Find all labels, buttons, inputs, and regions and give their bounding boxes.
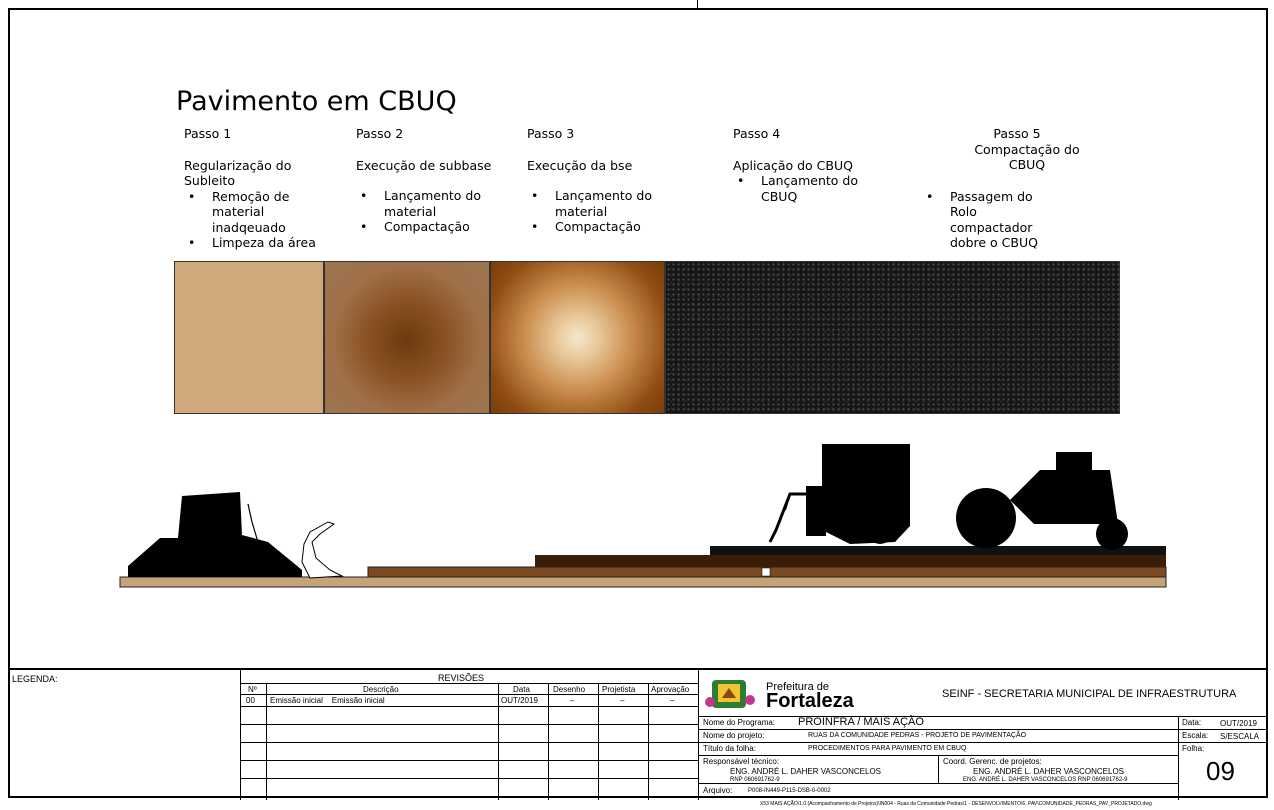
resp-value: ENG. ANDRÉ L. DAHER VASCONCELOS <box>730 767 881 776</box>
rev-header-desc: Descrição <box>363 685 399 694</box>
swatch-cbuq <box>665 261 1120 414</box>
rev-header-num: Nº <box>248 685 257 694</box>
rev-header-projetista: Projetista <box>602 685 636 694</box>
step-2-bullet: Compactação <box>356 219 516 235</box>
resp-rnp: RNP 060691762-9 <box>730 777 780 783</box>
bulldozer-icon <box>128 492 344 579</box>
folha-value: 09 <box>1206 756 1235 786</box>
swatch-base <box>490 261 665 414</box>
coat-of-arms-icon <box>705 680 755 708</box>
step-5-bullet: Passagem do Rolo compactador dobre o CBU… <box>922 189 1062 251</box>
rev-row-desenho: – <box>570 696 575 705</box>
logo-small-text: Prefeitura de <box>766 681 829 693</box>
file-path: X53 MAIS AÇÃO\1.0 (Acompanhamento de Pro… <box>760 801 1152 807</box>
coord-rnp: ENG. ANDRÉ L. DAHER VASCONCELOS RNP 0606… <box>963 777 1128 783</box>
rev-row-date: OUT/2019 <box>501 696 538 705</box>
escala-label: Escala: <box>1182 731 1209 740</box>
page-title: Pavimento em CBUQ <box>176 86 457 117</box>
step-1-heading: Regularização do Subleito <box>184 157 292 189</box>
revisions-title: REVISÕES <box>438 673 485 683</box>
sheet-center-mark <box>697 0 698 8</box>
step-3: Passo 3 Execução da bse Lançamento do ma… <box>527 126 687 235</box>
drawing-frame <box>8 8 1268 798</box>
rev-row-aprovacao: – <box>670 696 675 705</box>
asphalt-paver-icon <box>768 444 910 544</box>
programa-label: Nome do Programa: <box>703 718 776 727</box>
step-3-bullets: Lançamento do material Compactação <box>527 188 687 235</box>
secretaria-name: SEINF - SECRETARIA MUNICIPAL DE INFRAEST… <box>942 688 1237 700</box>
step-3-heading: Execução da bse <box>527 157 633 173</box>
rev-header-desenho: Desenho <box>553 685 586 694</box>
data-label: Data: <box>1182 718 1202 727</box>
step-2-bullets: Lançamento do material Compactação <box>356 188 516 235</box>
step-1-bullet: Remoção de material inadqeuado <box>184 189 304 236</box>
step-2-heading: Execução de subbase <box>356 157 492 173</box>
projeto-value: RUAS DA COMUNIDADE PEDRAS - PROJETO DE P… <box>808 732 1027 739</box>
swatch-subbase <box>324 261 490 414</box>
rev-row-desc: Emissão inicial Emissão inicial <box>270 696 385 705</box>
layer-marker <box>761 567 771 577</box>
legend-label: LEGENDA: <box>12 674 58 684</box>
step-4-bullet: Lançamento do CBUQ <box>733 173 873 204</box>
step-4-heading: Aplicação do CBUQ <box>733 157 853 173</box>
programa-value: PROINFRA / MAIS AÇÃO <box>798 716 924 728</box>
titulo-value: PROCEDIMENTOS PARA PAVIMENTO EM CBUQ <box>808 745 967 752</box>
step-3-bullet: Compactação <box>527 219 687 235</box>
step-4: Passo 4 Aplicação do CBUQ Lançamento do … <box>733 126 893 204</box>
titulo-label: Título da folha: <box>703 744 756 753</box>
step-3-label: Passo 3 <box>527 126 575 141</box>
prefeitura-logo <box>704 676 760 712</box>
step-1: Passo 1 Regularização do Subleito Remoçã… <box>184 126 339 251</box>
coord-value: ENG. ANDRÉ L. DAHER VASCONCELOS <box>973 767 1124 776</box>
coord-label: Coord. Gerenc. de projetos: <box>943 757 1042 766</box>
subleito-layer <box>119 576 1167 588</box>
step-2-bullet: Lançamento do material <box>356 188 496 219</box>
logo-big-text: Fortaleza <box>766 690 854 712</box>
step-5-bullets: Passagem do Rolo compactador dobre o CBU… <box>922 189 1112 251</box>
data-value: OUT/2019 <box>1220 719 1257 728</box>
base-layer <box>535 555 1166 567</box>
step-1-label: Passo 1 <box>184 126 232 141</box>
step-4-label: Passo 4 <box>733 126 781 141</box>
rev-header-aprovacao: Aprovação <box>651 685 690 694</box>
cbuq-layer <box>710 546 1166 555</box>
step-5-heading: Compactação do CBUQ <box>974 141 1080 173</box>
machinery-illustration <box>119 444 1167 588</box>
rev-header-date: Data <box>513 685 530 694</box>
projeto-label: Nome do projeto: <box>703 731 765 740</box>
step-2-label: Passo 2 <box>356 126 404 141</box>
step-2: Passo 2 Execução de subbase Lançamento d… <box>356 126 516 235</box>
step-5: Passo 5 Compactação do CBUQ Passagem do … <box>922 126 1112 251</box>
arquivo-label: Arquivo: <box>703 786 733 795</box>
resp-label: Responsável técnico: <box>703 757 780 766</box>
swatch-subleito <box>174 261 324 414</box>
rev-row-num: 00 <box>246 696 255 705</box>
arquivo-value: P008-IN449-P115-DSB-0-0002 <box>748 788 831 794</box>
step-1-bullet: Limpeza da área <box>184 235 339 251</box>
step-1-bullets: Remoção de material inadqeuado Limpeza d… <box>184 189 339 251</box>
escala-value: S/ESCALA <box>1220 732 1260 741</box>
rev-row-projetista: – <box>620 696 625 705</box>
step-3-bullet: Lançamento do material <box>527 188 667 219</box>
road-roller-icon <box>956 452 1128 550</box>
folha-label: Folha: <box>1182 744 1205 753</box>
step-5-label: Passo 5 <box>993 126 1041 141</box>
title-block: LEGENDA: REVISÕES Nº Descrição Data Dese… <box>8 668 1268 800</box>
step-4-bullets: Lançamento do CBUQ <box>733 173 893 204</box>
